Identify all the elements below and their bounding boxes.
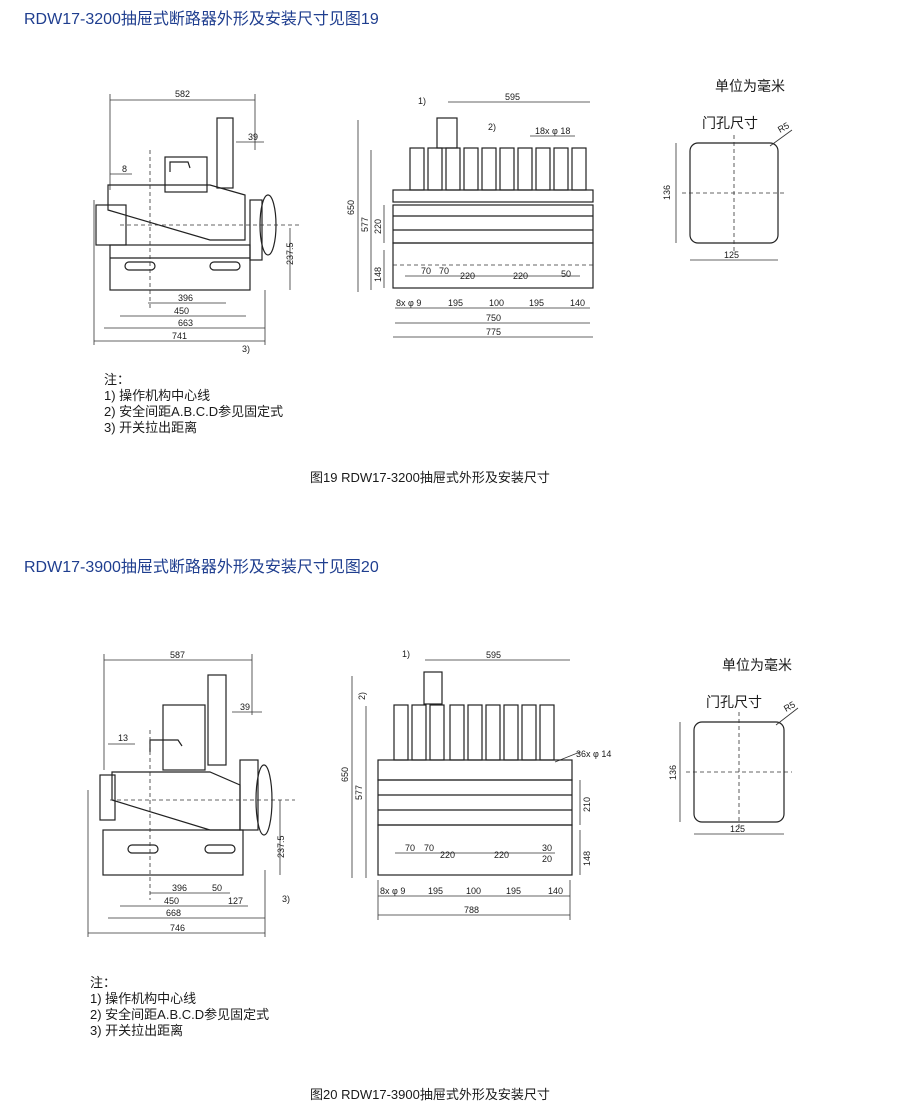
dim-50: 50 xyxy=(561,269,571,279)
dim-220-b: 220 xyxy=(513,271,528,281)
dim-788: 788 xyxy=(464,905,479,915)
fig19-poles xyxy=(409,147,587,191)
dim-30: 30 xyxy=(542,843,552,853)
notes-1-item: 1) 操作机构中心线 xyxy=(104,388,211,403)
dim-136: 136 xyxy=(662,185,672,200)
note-ref-2-2: 2) xyxy=(357,692,367,700)
notes-1-item: 2) 安全间距A.B.C.D参见固定式 xyxy=(104,404,284,419)
dim-396-2: 396 xyxy=(172,883,187,893)
dim-650-2: 650 xyxy=(340,767,350,782)
dim-39: 39 xyxy=(248,132,258,142)
door-hole-label-2: 门孔尺寸 xyxy=(706,694,762,710)
dim-8: 8 xyxy=(122,164,127,174)
figure-20-caption: 图20 RDW17-3900抽屉式外形及安装尺寸 xyxy=(310,1087,550,1102)
dim-36x-d14: 36x φ 14 xyxy=(576,749,611,759)
dim-587: 587 xyxy=(170,650,185,660)
dim-70-a: 70 xyxy=(421,266,431,276)
dim-595: 595 xyxy=(505,92,520,102)
dim-577: 577 xyxy=(360,217,370,232)
note-ref-1-2: 1) xyxy=(402,649,410,659)
dim-70-d: 70 xyxy=(424,843,434,853)
notes-1: 注： 1) 操作机构中心线 2) 安全间距A.B.C.D参见固定式 3) 开关拉… xyxy=(104,372,283,436)
dim-39-2: 39 xyxy=(240,702,250,712)
fig20-front-view: 1) 595 2) 36x φ 14 650 577 210 148 xyxy=(340,649,611,920)
dim-595-2: 595 xyxy=(486,650,501,660)
dim-136-2: 136 xyxy=(668,765,678,780)
dim-450: 450 xyxy=(174,306,189,316)
dim-8x-d9-2: 8x φ 9 xyxy=(380,886,405,896)
dim-210: 210 xyxy=(582,797,592,812)
dim-582: 582 xyxy=(175,89,190,99)
notes-2-item: 3) 开关拉出距离 xyxy=(90,1023,184,1038)
figure-19-caption: 图19 RDW17-3200抽屉式外形及安装尺寸 xyxy=(310,470,550,485)
dim-8x-d9: 8x φ 9 xyxy=(396,298,421,308)
unit-label-1: 单位为毫米 xyxy=(715,78,785,94)
dim-50-side: 50 xyxy=(212,883,222,893)
dim-750: 750 xyxy=(486,313,501,323)
dim-450-2: 450 xyxy=(164,896,179,906)
dim-220-c: 220 xyxy=(440,850,455,860)
dim-220-a: 220 xyxy=(460,271,475,281)
notes-1-head: 注： xyxy=(104,372,131,387)
notes-2-head: 注： xyxy=(90,975,117,990)
dim-18x-d18: 18x φ 18 xyxy=(535,126,570,136)
dim-100-2: 100 xyxy=(466,886,481,896)
dim-663: 663 xyxy=(178,318,193,328)
fig20-side-view: 587 39 13 237.5 396 50 450 127 668 746 3… xyxy=(87,650,295,937)
notes-2-item: 2) 安全间距A.B.C.D参见固定式 xyxy=(90,1007,270,1022)
dim-220-d: 220 xyxy=(494,850,509,860)
dim-741: 741 xyxy=(172,331,187,341)
dim-775: 775 xyxy=(486,327,501,337)
dim-148: 148 xyxy=(373,267,383,282)
dim-148-2: 148 xyxy=(582,851,592,866)
note-ref-1: 1) xyxy=(418,96,426,106)
notes-2: 注： 1) 操作机构中心线 2) 安全间距A.B.C.D参见固定式 3) 开关拉… xyxy=(90,975,269,1039)
dim-70-c: 70 xyxy=(405,843,415,853)
dim-13: 13 xyxy=(118,733,128,743)
dim-140-2: 140 xyxy=(548,886,563,896)
fig19-door-hole: R5 136 125 xyxy=(662,120,793,261)
dim-70-b: 70 xyxy=(439,266,449,276)
fig19-front-view: 1) 595 2) 18x φ 18 650 577 220 xyxy=(346,92,594,338)
dim-20: 20 xyxy=(542,854,552,864)
dim-r5-2: R5 xyxy=(782,699,797,713)
dim-237-5-2: 237.5 xyxy=(276,835,286,858)
dim-125-2: 125 xyxy=(730,824,745,834)
dim-396: 396 xyxy=(178,293,193,303)
dim-577-2: 577 xyxy=(354,785,364,800)
fig20-door-hole: R5 136 125 xyxy=(668,699,799,835)
dim-195-a: 195 xyxy=(448,298,463,308)
dim-r5: R5 xyxy=(776,120,791,134)
dim-125: 125 xyxy=(724,250,739,260)
dim-100: 100 xyxy=(489,298,504,308)
dim-195-b: 195 xyxy=(529,298,544,308)
notes-2-item: 1) 操作机构中心线 xyxy=(90,991,197,1006)
note-ref-3: 3) xyxy=(242,344,250,354)
notes-1-item: 3) 开关拉出距离 xyxy=(104,420,198,435)
fig20-poles xyxy=(393,704,555,761)
dim-140: 140 xyxy=(570,298,585,308)
dim-650: 650 xyxy=(346,200,356,215)
dim-195-c: 195 xyxy=(428,886,443,896)
unit-label-2: 单位为毫米 xyxy=(722,657,792,673)
fig19-side-view: 582 39 8 237.5 396 450 663 741 3) xyxy=(93,89,300,354)
door-hole-label-1: 门孔尺寸 xyxy=(702,115,758,131)
dim-746: 746 xyxy=(170,923,185,933)
note-ref-3-2: 3) xyxy=(282,894,290,904)
section-2-title: RDW17-3900抽屉式断路器外形及安装尺寸见图20 xyxy=(24,559,379,576)
dim-237-5: 237.5 xyxy=(285,242,295,265)
dim-220-v: 220 xyxy=(373,219,383,234)
dim-127: 127 xyxy=(228,896,243,906)
section-1-title: RDW17-3200抽屉式断路器外形及安装尺寸见图19 xyxy=(24,11,379,28)
note-ref-2: 2) xyxy=(488,122,496,132)
dim-668: 668 xyxy=(166,908,181,918)
dim-195-d: 195 xyxy=(506,886,521,896)
